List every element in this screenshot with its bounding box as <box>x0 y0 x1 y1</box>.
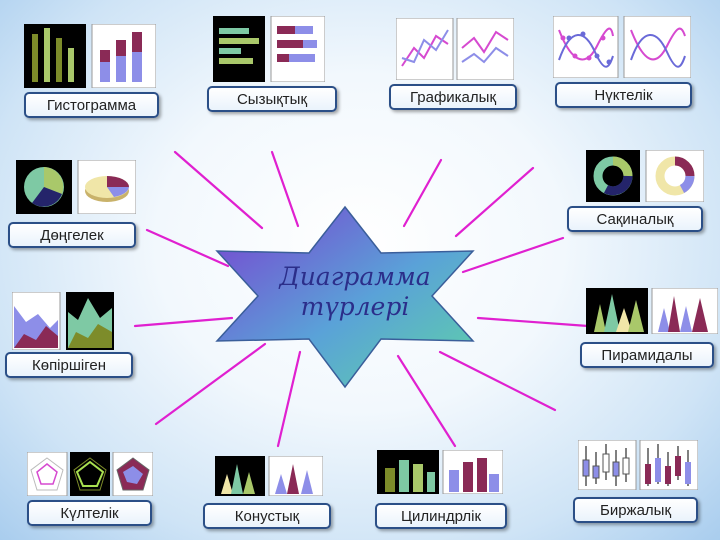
center-title-line-2: түрлері <box>300 292 410 321</box>
connector-line <box>270 150 300 228</box>
cylinder-chart-icon <box>377 450 503 494</box>
type-label-pyramid: Пирамидалы <box>580 342 714 368</box>
connector-line <box>402 158 443 228</box>
type-label-radar: Күлтелік <box>27 500 152 526</box>
connector-line <box>396 354 457 448</box>
center-title-line-1: Диаграмма <box>279 262 431 291</box>
connector-line <box>145 228 230 268</box>
scatter-chart-icon <box>553 16 691 78</box>
donut-chart-icon <box>586 150 704 202</box>
type-label-donut: Сақиналық <box>567 206 703 232</box>
line-graph-icon <box>396 18 514 80</box>
connector-line <box>461 236 565 274</box>
center-title: Диаграмма түрлері <box>255 262 455 322</box>
area-chart-icon <box>12 292 114 350</box>
connector-line <box>133 316 234 328</box>
type-label-stock: Биржалық <box>573 497 698 523</box>
type-label-cone: Конустық <box>203 503 331 529</box>
connector-line <box>173 150 264 230</box>
connector-line <box>454 166 535 238</box>
type-label-cylinder: Цилиндрлік <box>375 503 507 529</box>
connector-line <box>154 342 267 426</box>
type-label-horizontal-bar: Сызықтық <box>207 86 337 112</box>
type-label-area: Көпіршіген <box>5 352 133 378</box>
stock-chart-icon <box>578 440 698 490</box>
connector-line <box>438 350 557 412</box>
horizontal-bar-chart-icon <box>213 16 325 82</box>
type-label-line-graph: Графикалық <box>389 84 517 110</box>
radar-chart-icon <box>27 452 153 496</box>
type-label-pie: Дөңгелек <box>8 222 136 248</box>
pyramid-chart-icon <box>586 288 718 334</box>
connector-line <box>476 316 590 328</box>
type-label-histogram: Гистограмма <box>24 92 159 118</box>
connector-line <box>276 350 302 448</box>
histogram-chart-icon <box>24 24 156 88</box>
cone-chart-icon <box>215 456 323 496</box>
pie-chart-icon <box>16 160 136 214</box>
type-label-scatter: Нүктелік <box>555 82 692 108</box>
